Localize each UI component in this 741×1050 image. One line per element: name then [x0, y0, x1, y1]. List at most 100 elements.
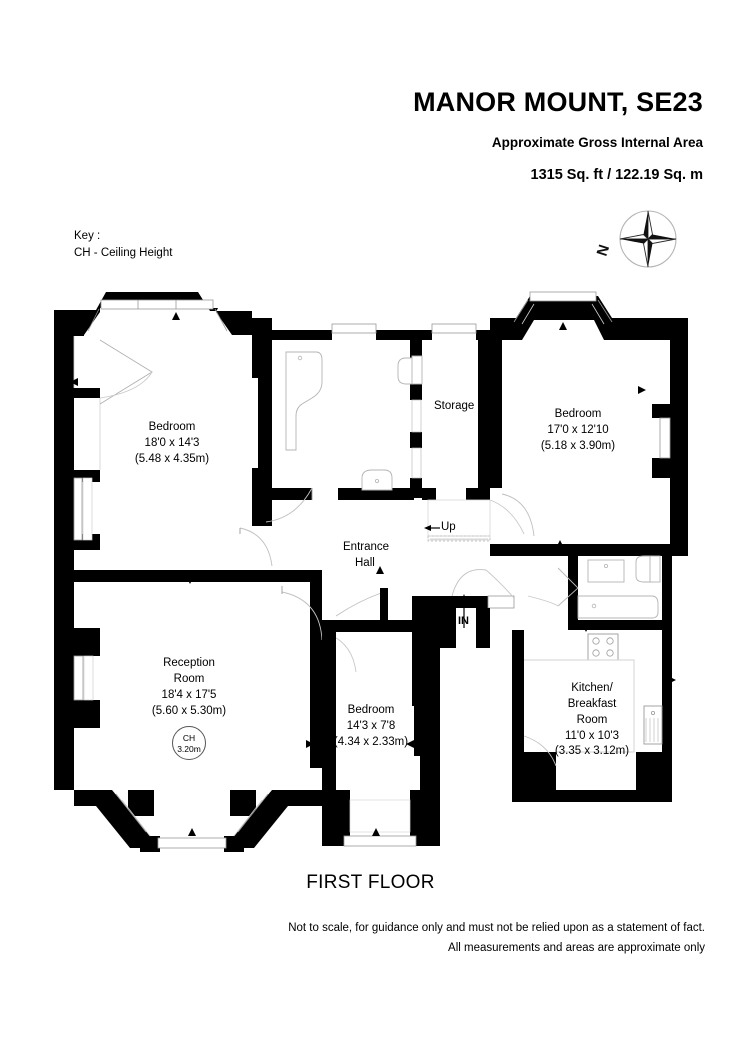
room-dimensions-imperial: 18'0 x 14'3 — [144, 436, 200, 449]
room-dimensions-metric: (4.34 x 2.33m) — [333, 735, 409, 748]
appliance-lines — [645, 718, 659, 742]
room-dimensions-imperial: 11'0 x 10'3 — [564, 729, 620, 742]
window-right-bedroom-bay — [529, 291, 597, 302]
key-heading: Key : — [74, 230, 101, 242]
room-dimensions-metric: (5.18 x 3.90m) — [540, 439, 616, 452]
window-storage — [431, 323, 477, 334]
window-reception-bay-front — [157, 837, 227, 849]
wall-lower-bath-right-b — [662, 596, 672, 630]
label-entrance-in: IN — [458, 615, 469, 627]
label-entrance-hall-line2: Hall — [355, 557, 375, 569]
key-legend: Key : CH - Ceiling Height — [74, 228, 172, 263]
appliance-fixture — [643, 705, 663, 745]
window-bottom-bedroom — [343, 835, 417, 847]
ceiling-height-badge: CH 3.20m — [172, 726, 206, 760]
wall-left-bedroom-right-a — [252, 318, 272, 378]
header-block: MANOR MOUNT, SE23 Approximate Gross Inte… — [413, 87, 703, 183]
wall-bottom-bedroom-left — [322, 620, 336, 798]
window-reception-side — [73, 655, 84, 701]
walls-group — [54, 291, 688, 852]
room-name-line3: Room — [576, 713, 608, 726]
door-right-bedroom-hall — [489, 499, 525, 535]
door-kitchen — [523, 735, 557, 767]
wall-bottom-bedroom-top — [336, 620, 412, 632]
compass-icon: N — [594, 210, 677, 268]
room-dimensions-metric: (5.48 x 4.35m) — [134, 452, 210, 465]
compass-north-label: N — [594, 243, 614, 259]
room-label-reception: Reception Room 18'4 x 17'5 (5.60 x 5.30m… — [152, 656, 226, 719]
wall-bathroom-top-left — [272, 330, 332, 340]
direction-markers — [66, 312, 676, 836]
door-left-bedroom-alcove — [99, 339, 153, 405]
wall-reception-chimney-bottom — [74, 700, 100, 728]
wall-reception-bay-left — [54, 770, 152, 848]
window-right-bedroom-side — [659, 417, 671, 459]
room-name-line1: Reception — [163, 657, 215, 669]
lower-basin-fixture — [587, 559, 625, 583]
wall-left-exterior-upper — [54, 318, 74, 580]
wall-kitchen-bottom-left — [512, 752, 556, 802]
wall-bathroom-top-right — [376, 330, 422, 340]
window-left-bedroom-bay — [100, 299, 214, 310]
room-name-line1: Kitchen/ — [571, 682, 613, 694]
room-name: Bedroom — [554, 408, 602, 420]
room-dimensions-imperial: 17'0 x 12'10 — [547, 423, 609, 436]
wall-lower-bath-right-a — [662, 556, 672, 596]
area-subtitle: Approximate Gross Internal Area — [491, 134, 703, 150]
wall-kitchen-left — [512, 630, 524, 752]
wall-reception-bay-right — [232, 770, 322, 848]
window-reception-bay-left-pane — [115, 793, 147, 833]
room-dimensions-metric: (5.60 x 5.30m) — [151, 704, 227, 717]
wall-reception-left — [54, 582, 74, 770]
room-dimensions-metric: (3.35 x 3.12m) — [554, 745, 630, 758]
area-value: 1315 Sq. ft / 122.19 Sq. m — [530, 166, 703, 183]
door-right-bedroom — [501, 493, 535, 537]
wall-right-bedroom-alcove-bottom — [652, 458, 672, 478]
basin-fixture — [361, 469, 393, 491]
entrance-in-arrow-icon — [461, 594, 467, 628]
hob-fixture — [587, 633, 619, 661]
wall-reception-right-b — [310, 638, 322, 768]
wall-storage-bottom — [466, 488, 490, 500]
wall-right-bedroom-left — [490, 340, 502, 488]
label-storage: Storage — [434, 400, 475, 412]
door-lower-bathroom — [557, 567, 579, 607]
room-name: Bedroom — [148, 421, 196, 433]
room-name-line2: Breakfast — [567, 697, 617, 710]
wall-lower-bath-left — [568, 556, 578, 620]
door-left-bedroom-hall — [239, 527, 273, 567]
door-bathroom — [265, 487, 313, 523]
wall-entrance-right — [476, 608, 490, 648]
bath-fixture — [285, 351, 323, 451]
wall-chimney-breast-top — [74, 388, 100, 398]
entrance-door-swing — [451, 569, 487, 597]
wall-reception-chimney-top — [74, 628, 100, 656]
window-left-bedroom-side — [73, 477, 83, 541]
wall-right-bedroom-bay — [490, 296, 688, 340]
wall-right-bedroom-alcove-top — [652, 404, 672, 418]
wall-kitchen-right — [662, 630, 672, 752]
compass-rose: N — [592, 205, 687, 283]
wall-storage-right — [478, 340, 490, 500]
room-name-line2: Room — [173, 672, 205, 685]
label-entrance-hall-line1: Entrance — [343, 541, 390, 553]
door-bottom-bedroom — [335, 591, 385, 617]
page-title: MANOR MOUNT, SE23 — [413, 87, 703, 117]
disclaimer-line-2: All measurements and areas are approxima… — [448, 942, 705, 955]
key-entry-ceiling-height: CH - Ceiling Height — [74, 247, 173, 260]
hob-burners-icon — [592, 637, 614, 657]
wall-right-exterior — [670, 318, 688, 556]
room-label-bedroom-right: Bedroom 17'0 x 12'10 (5.18 x 3.90m) — [541, 407, 615, 455]
wall-left-bedroom-right-b — [258, 378, 272, 468]
wall-right-bedroom-bottom — [490, 544, 672, 556]
window-bathroom — [331, 323, 377, 334]
label-up: Up — [441, 521, 456, 533]
wall-kitchen-bottom-right — [636, 752, 672, 792]
ceiling-height-code: CH — [182, 733, 196, 743]
up-arrow-icon — [424, 525, 440, 531]
kitchen-units-outline — [524, 659, 635, 753]
room-label-bedroom-bottom: Bedroom 14'3 x 7'8 (4.34 x 2.33m) — [334, 703, 408, 751]
wall-bathroom-bottom-left — [260, 488, 312, 500]
